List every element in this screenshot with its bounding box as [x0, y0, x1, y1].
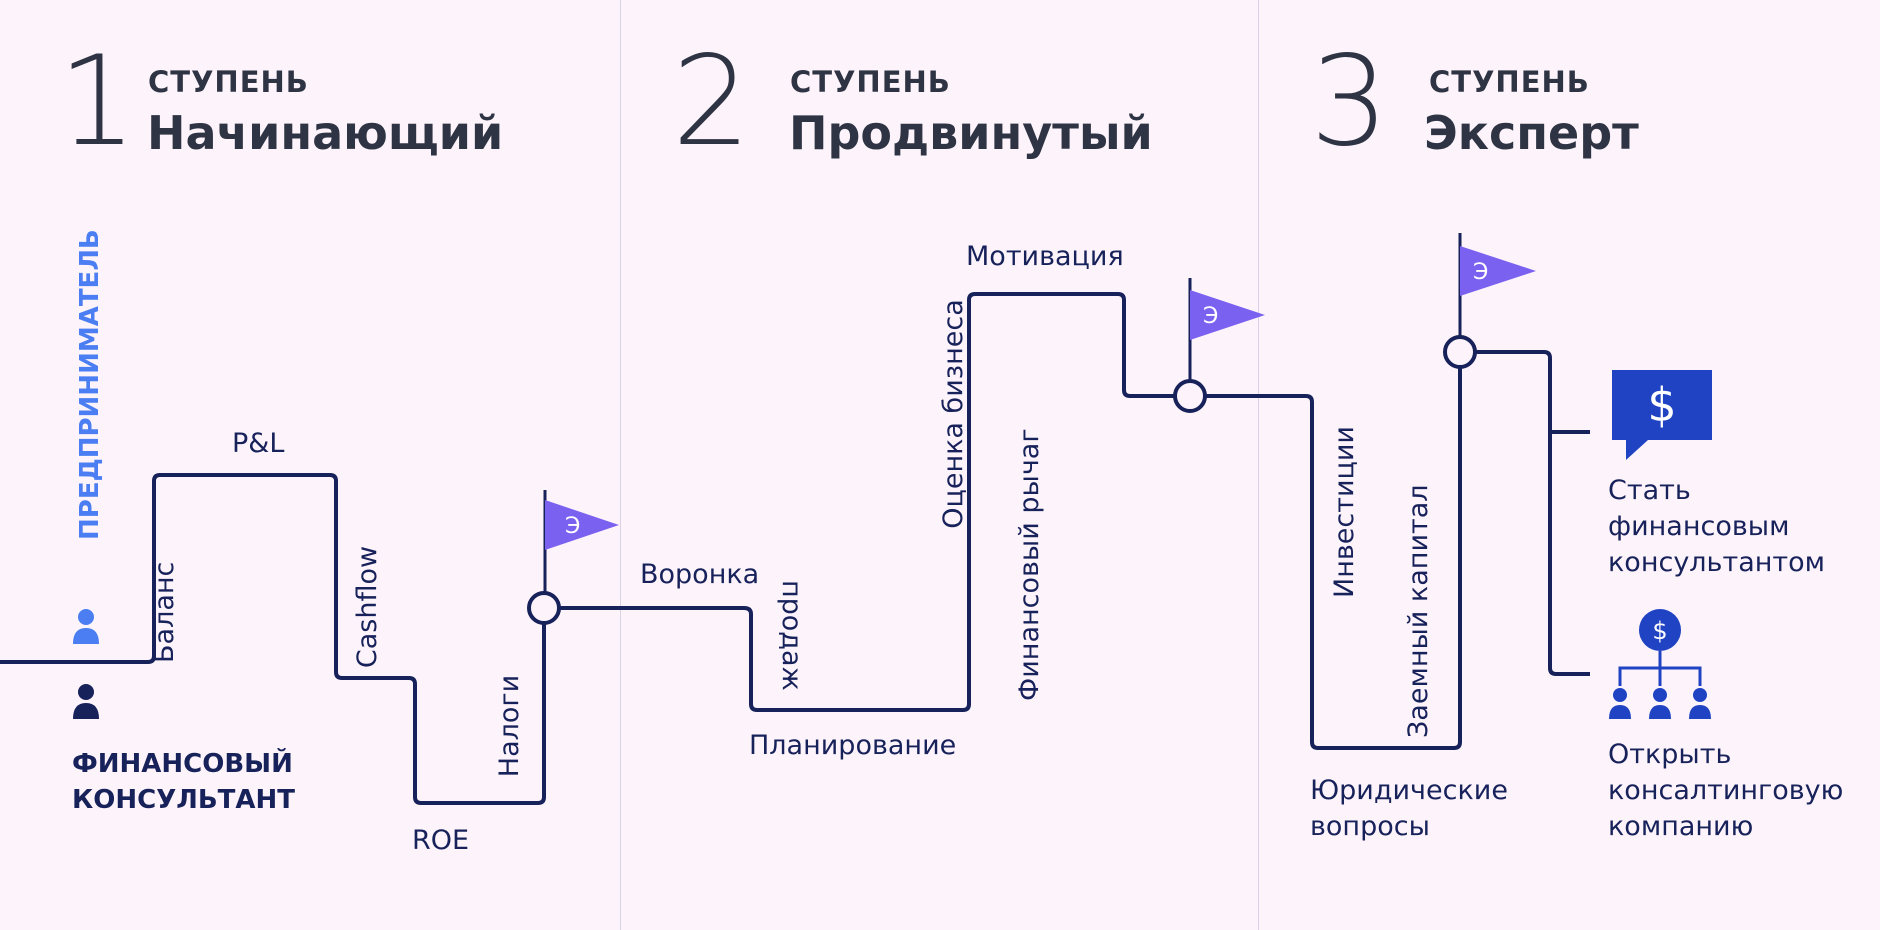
- outcome-company-line2: консалтинговую: [1608, 775, 1844, 806]
- topic-leverage: Финансовый рычаг: [1014, 428, 1045, 701]
- flag-1-letter: Э: [565, 514, 580, 539]
- step-3-number: 3: [1310, 30, 1389, 174]
- step-1-name: Начинающий: [147, 106, 504, 160]
- flag-icon-3: Э: [1458, 233, 1536, 337]
- dollar-speech-bubble-icon: $: [1612, 370, 1712, 460]
- column-divider-2: [1258, 0, 1259, 930]
- step-2-word: СТУПЕНЬ: [790, 65, 951, 99]
- topic-funnel-line2: продаж: [776, 580, 807, 691]
- milestone-circle-1: [527, 591, 561, 625]
- outcome-branch-line: [1476, 350, 1590, 676]
- company-dollar-sign: $: [1652, 617, 1667, 645]
- topic-legal-line2: вопросы: [1310, 811, 1430, 842]
- step-2-name: Продвинутый: [789, 106, 1153, 160]
- consultant-label-line1: ФИНАНСОВЫЙ: [72, 749, 293, 779]
- column-divider-1: [620, 0, 621, 930]
- topic-taxes: Налоги: [494, 674, 525, 778]
- topic-funnel-line1: Воронка: [640, 559, 760, 590]
- topic-planning: Планирование: [749, 730, 957, 761]
- topic-balance: Баланс: [149, 561, 180, 663]
- step-1-number: 1: [58, 30, 137, 174]
- step-3-name: Эксперт: [1424, 106, 1639, 160]
- entrepreneur-person-icon: [73, 609, 99, 644]
- step-3-word: СТУПЕНЬ: [1429, 65, 1590, 99]
- topic-legal-line1: Юридические: [1310, 775, 1508, 806]
- topic-valuation: Оценка бизнеса: [938, 299, 969, 529]
- flag-icon-2: Э: [1188, 278, 1265, 381]
- consultant-person-icon: [73, 684, 99, 719]
- step-2-number: 2: [672, 30, 751, 174]
- learning-path-line: [0, 292, 1462, 805]
- topic-pl: P&L: [232, 428, 285, 459]
- milestone-circle-2: [1173, 379, 1207, 413]
- outcome-company-line1: Открыть: [1608, 739, 1732, 770]
- flag-icon-1: Э: [543, 490, 619, 593]
- bubble-dollar-sign: $: [1647, 378, 1676, 432]
- consultant-label-line2: КОНСУЛЬТАНТ: [72, 785, 296, 815]
- outcome-consultant-line3: консультантом: [1608, 547, 1826, 578]
- topic-cashflow: Cashflow: [352, 545, 383, 669]
- outcome-company-line3: компанию: [1608, 811, 1754, 842]
- outcome-consultant-line1: Стать: [1608, 475, 1691, 506]
- step-1-word: СТУПЕНЬ: [148, 65, 309, 99]
- outcome-consultant-line2: финансовым: [1608, 511, 1790, 542]
- milestone-circle-3: [1443, 335, 1477, 369]
- topic-investments: Инвестиции: [1329, 426, 1360, 598]
- topic-motivation: Мотивация: [966, 241, 1124, 272]
- topic-debt-capital: Заемный капитал: [1403, 484, 1434, 738]
- company-network-icon: $: [1609, 609, 1711, 719]
- flag-2-letter: Э: [1203, 304, 1218, 329]
- entrepreneur-label: ПРЕДПРИНИМАТЕЛЬ: [75, 229, 105, 540]
- flag-3-letter: Э: [1473, 260, 1488, 285]
- topic-roe: ROE: [412, 825, 470, 856]
